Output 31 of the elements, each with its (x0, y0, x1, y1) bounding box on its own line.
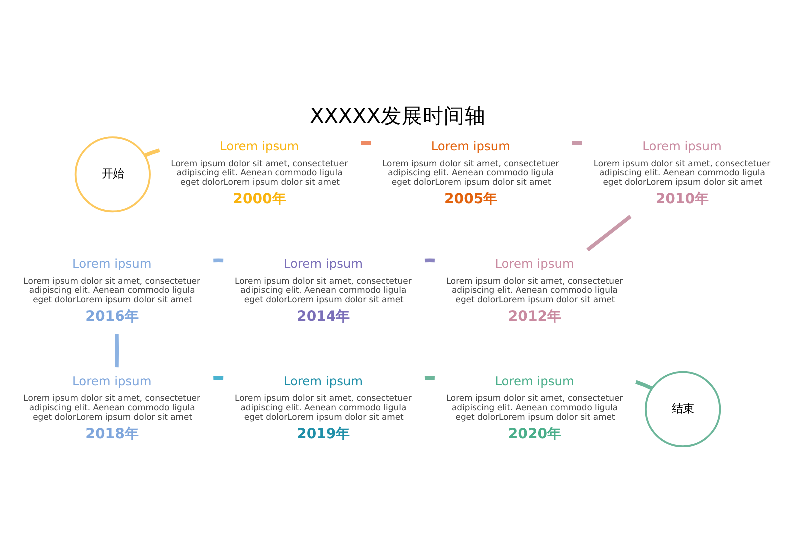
connector (636, 380, 654, 390)
node-label: 2000年 (233, 191, 286, 208)
connector (424, 376, 435, 380)
node-circle: 结束 (645, 370, 722, 447)
diagram-title: XXXXX发展时间轴 (310, 104, 486, 128)
connector (214, 258, 224, 262)
node-text: Lorem ipsum Lorem ipsum dolor sit amet, consectetuer adipiscing elit. Aenean commodo ligula eget dolorLorem ipsum dolor sit amet (382, 139, 560, 187)
connector (361, 140, 372, 145)
connector (572, 140, 582, 145)
node-label: 2005年 (444, 191, 498, 208)
node-text: Lorem ipsum Lorem ipsum dolor sit amet, consectetuer adipiscing elit. Aenean commodo ligula eget dolorLorem ipsum dolor sit amet (235, 374, 412, 422)
node-label: 2019年 (297, 426, 350, 442)
connector (115, 334, 120, 368)
node-text: Lorem ipsum Lorem ipsum dolor sit amet, consectetuer adipiscing elit. Aenean commodo ligula eget dolorLorem ipsum dolor sit amet (171, 139, 348, 187)
node-text: Lorem ipsum Lorem ipsum dolor sit amet, consectetuer adipiscing elit. Aenean commodo ligula eget dolorLorem ipsum dolor sit amet (24, 256, 200, 304)
connector (214, 376, 224, 380)
node-label: 2010年 (656, 191, 710, 208)
node-label: 2016年 (86, 308, 139, 325)
node-text: Lorem ipsum Lorem ipsum dolor sit amet, consectetuer adipiscing elit. Aenean commodo ligula eget dolorLorem ipsum dolor sit amet (446, 374, 624, 422)
node-label: 2018年 (86, 426, 139, 442)
node-circle: 开始 (74, 136, 151, 212)
node-label: 2020年 (508, 426, 562, 442)
node-label: 2014年 (297, 308, 350, 325)
connector (144, 148, 160, 157)
connector (424, 258, 435, 262)
node-text: Lorem ipsum Lorem ipsum dolor sit amet, consectetuer adipiscing elit. Aenean commodo ligula eget dolorLorem ipsum dolor sit amet (24, 374, 200, 422)
node-text: Lorem ipsum Lorem ipsum dolor sit amet, consectetuer adipiscing elit. Aenean commodo ligula eget dolorLorem ipsum dolor sit amet (594, 139, 771, 187)
node-text: Lorem ipsum Lorem ipsum dolor sit amet, consectetuer adipiscing elit. Aenean commodo ligula eget dolorLorem ipsum dolor sit amet (235, 256, 412, 304)
node-label: 2012年 (508, 308, 562, 325)
node-text: Lorem ipsum Lorem ipsum dolor sit amet, consectetuer adipiscing elit. Aenean commodo ligula eget dolorLorem ipsum dolor sit amet (446, 256, 624, 304)
connector (586, 214, 632, 252)
